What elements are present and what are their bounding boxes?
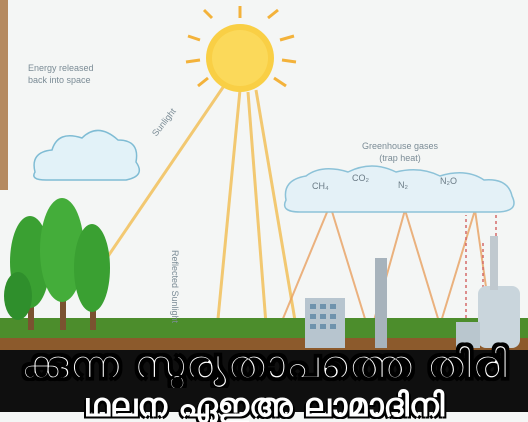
left-frame-edge [0,0,8,190]
sun-icon [185,6,297,92]
label-greenhouse-gases-line1: Greenhouse gases [361,141,439,151]
tree-icon [4,198,110,330]
gas-label-n2o: N₂O [440,176,457,186]
label-reflected-sunlight: Reflected Sunlight [170,250,180,324]
gas-label-co2: CO₂ [352,173,369,183]
gas-label-ch4: CH₄ [312,181,329,191]
gas-label-n2: N₂ [398,180,408,190]
label-greenhouse-gases: Greenhouse gases (trap heat) [330,140,470,164]
label-energy-released-line1: Energy released [28,63,94,73]
cloud-icon [33,129,141,181]
caption-line-1: ക്കുന്ന സൂര്യതാപത്തെ തിരി [20,342,508,388]
label-energy-released-line2: back into space [28,75,91,85]
label-greenhouse-gases-line2: (trap heat) [379,153,421,163]
greenhouse-gas-layer [283,165,515,213]
caption-line-2: ഥലന ഏഇഅ ലാമാദിനി [83,388,445,422]
caption-band [0,350,528,412]
label-energy-released: Energy released back into space [28,62,138,86]
building-icon [305,258,387,348]
factory-icon [456,236,520,348]
sunlight-rays [98,79,302,351]
